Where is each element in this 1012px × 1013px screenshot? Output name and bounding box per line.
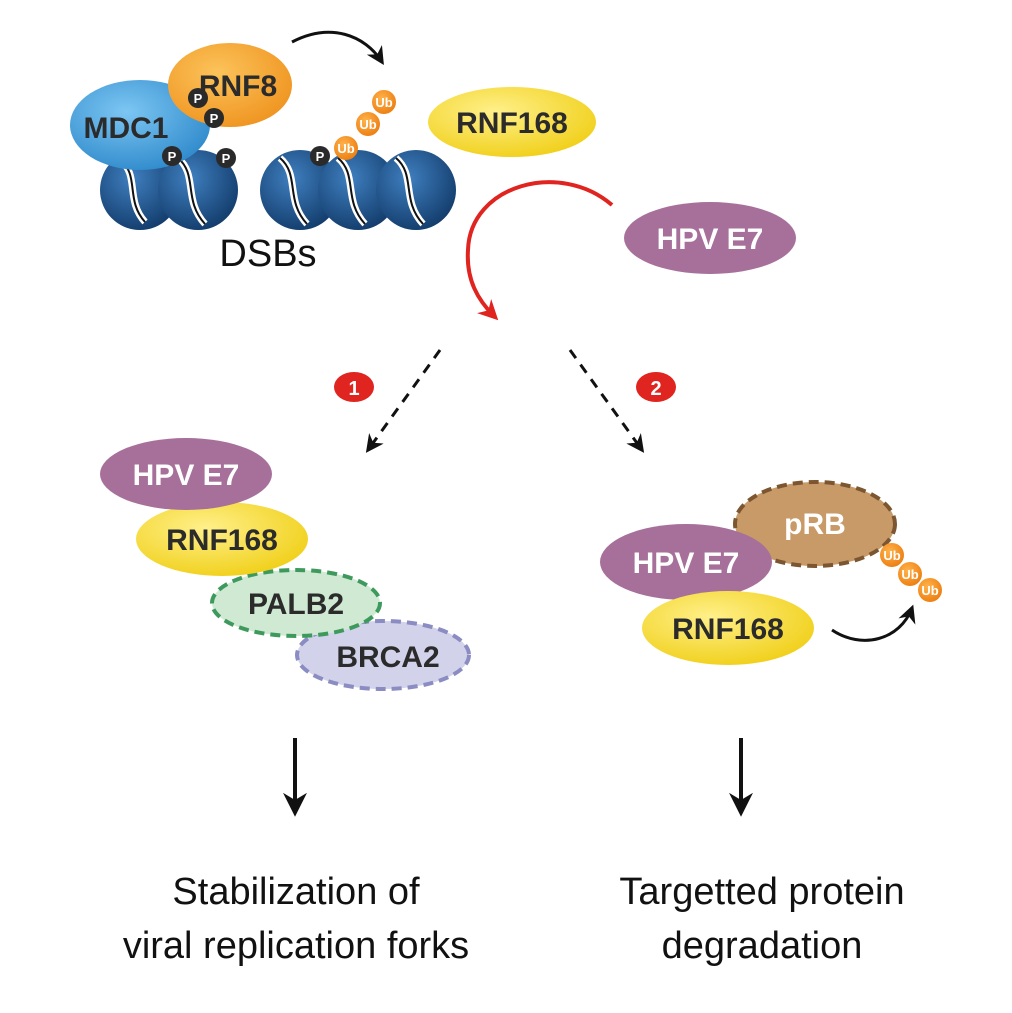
brca2-label: BRCA2 <box>336 641 439 674</box>
rnf168-p2-protein <box>642 591 814 665</box>
svg-text:P: P <box>316 149 325 164</box>
hpv-e7-p1-protein <box>100 438 272 510</box>
svg-text:P: P <box>168 149 177 164</box>
brca2-protein <box>295 619 471 691</box>
pathway-2-badge: 2 <box>636 372 676 402</box>
phospho-site-2: P <box>204 108 224 128</box>
dashed-arrow-pathway-2 <box>568 349 645 453</box>
svg-text:Ub: Ub <box>883 548 900 563</box>
rnf8-label: RNF8 <box>199 70 277 103</box>
rnf168-top-label: RNF168 <box>456 107 568 140</box>
chromatin-dsb-group: MDC1 RNF8 P P P P P Ub Ub <box>70 30 456 275</box>
dsbs-label: DSBs <box>219 233 316 275</box>
rnf168-p1-protein <box>136 502 308 576</box>
red-inhibition-arrow <box>465 180 614 321</box>
phospho-site-5: P <box>310 146 330 166</box>
pathway-1-badge: 1 <box>334 372 374 402</box>
rnf168-top-protein <box>428 87 596 157</box>
ubiquitin-chain-top: Ub Ub Ub <box>334 90 396 160</box>
hpv-e7-p1-label: HPV E7 <box>133 459 240 492</box>
mdc1-label: MDC1 <box>83 112 168 145</box>
svg-text:Ub: Ub <box>375 95 392 110</box>
nucleosome-right-1 <box>260 150 340 230</box>
phospho-site-3: P <box>162 146 182 166</box>
pathway-2-complex: pRB HPV E7 RNF168 Ub Ub Ub <box>600 480 942 665</box>
nucleosome-left-2 <box>158 150 238 230</box>
outcome-1-line-2: viral replication forks <box>123 925 469 967</box>
outcome-1-line-1: Stabilization of <box>172 871 420 913</box>
hpv-e7-top-label: HPV E7 <box>657 223 764 256</box>
hpv-e7-p2-protein <box>600 524 772 600</box>
prb-protein <box>733 480 897 568</box>
svg-text:P: P <box>210 111 219 126</box>
outcome-2-line-1: Targetted protein <box>619 871 904 913</box>
nucleosome-right-3 <box>376 150 456 230</box>
hpv-e7-p2-label: HPV E7 <box>633 547 740 580</box>
svg-text:Ub: Ub <box>337 141 354 156</box>
phospho-site-1: P <box>188 88 208 108</box>
svg-text:Ub: Ub <box>359 117 376 132</box>
svg-text:P: P <box>222 151 231 166</box>
svg-text:Ub: Ub <box>901 567 918 582</box>
dashed-arrow-pathway-1 <box>365 349 442 453</box>
rnf168-ubiquitination-arrow <box>831 604 916 642</box>
nucleosome-right-2 <box>318 150 398 230</box>
prb-label: pRB <box>784 508 846 541</box>
hpv-e7-top-protein <box>624 202 796 274</box>
svg-text:2: 2 <box>650 378 661 400</box>
palb2-protein <box>210 568 382 638</box>
svg-text:1: 1 <box>348 378 359 400</box>
svg-text:P: P <box>194 91 203 106</box>
outcome-2-line-2: degradation <box>662 925 863 967</box>
phospho-site-4: P <box>216 148 236 168</box>
rnf168-p2-label: RNF168 <box>672 613 784 646</box>
svg-text:Ub: Ub <box>921 583 938 598</box>
pathway-1-complex: BRCA2 PALB2 RNF168 HPV E7 <box>100 438 471 691</box>
palb2-label: PALB2 <box>248 588 344 621</box>
rnf168-p1-label: RNF168 <box>166 524 278 557</box>
ubiquitin-chain-prb: Ub Ub Ub <box>880 543 942 602</box>
rnf8-ubiquitination-arrow <box>291 30 384 66</box>
